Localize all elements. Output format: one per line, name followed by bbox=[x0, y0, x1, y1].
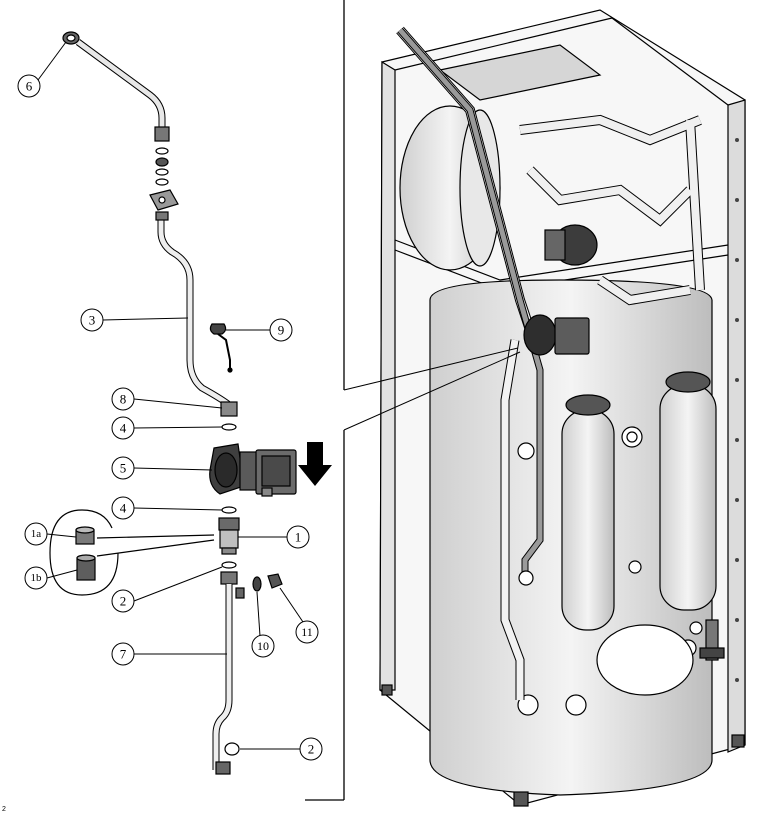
callout-1: 1 bbox=[295, 530, 302, 545]
callout-4-lower: 4 bbox=[120, 501, 127, 516]
zoom-leader-lines bbox=[343, 347, 521, 431]
washer-4-lower bbox=[221, 506, 237, 514]
pipe-part-7 bbox=[212, 571, 245, 775]
callout-9: 9 bbox=[278, 323, 285, 338]
callout-1a: 1a bbox=[31, 528, 42, 540]
callout-2-lower: 2 bbox=[308, 742, 315, 757]
pump-part-5 bbox=[209, 443, 297, 497]
exploded-parts bbox=[49, 31, 332, 775]
callout-6: 6 bbox=[26, 79, 33, 94]
washer-2-upper bbox=[221, 561, 237, 569]
down-arrow bbox=[298, 442, 332, 486]
pipe-part-3 bbox=[155, 211, 238, 417]
callout-7: 7 bbox=[120, 647, 127, 662]
callout-4-upper: 4 bbox=[120, 421, 127, 436]
callout-labels: 6 3 9 8 4 5 4 1 1a 1b 2 10 11 7 2 bbox=[26, 79, 315, 757]
cylinder-vessel-left bbox=[561, 394, 615, 631]
variant-inset bbox=[49, 509, 215, 596]
cylinder-vessel-right bbox=[659, 371, 717, 611]
callout-11: 11 bbox=[301, 625, 313, 639]
washer-2-lower bbox=[224, 742, 240, 756]
drain-valve bbox=[699, 619, 725, 661]
washer-4-upper bbox=[221, 423, 237, 431]
panel-divider bbox=[305, 0, 345, 801]
callouts bbox=[17, 41, 323, 761]
adapter-part-1 bbox=[218, 517, 240, 555]
footer-mark: 2 bbox=[2, 806, 6, 813]
sensor-clip-part-9 bbox=[209, 323, 233, 373]
seal-part-10 bbox=[252, 576, 262, 592]
callout-5: 5 bbox=[120, 461, 127, 476]
plug-part-11 bbox=[267, 573, 283, 589]
callout-10: 10 bbox=[257, 639, 269, 653]
callout-8: 8 bbox=[120, 392, 127, 407]
pipe-part-6 bbox=[62, 31, 170, 142]
upper-pump bbox=[544, 224, 598, 266]
highlighted-pump bbox=[523, 314, 590, 356]
callout-1b: 1b bbox=[31, 572, 43, 584]
heat-pump-unit bbox=[379, 9, 746, 807]
washer-stack bbox=[149, 147, 179, 211]
callout-3: 3 bbox=[89, 313, 96, 328]
callout-2-upper: 2 bbox=[120, 594, 127, 609]
